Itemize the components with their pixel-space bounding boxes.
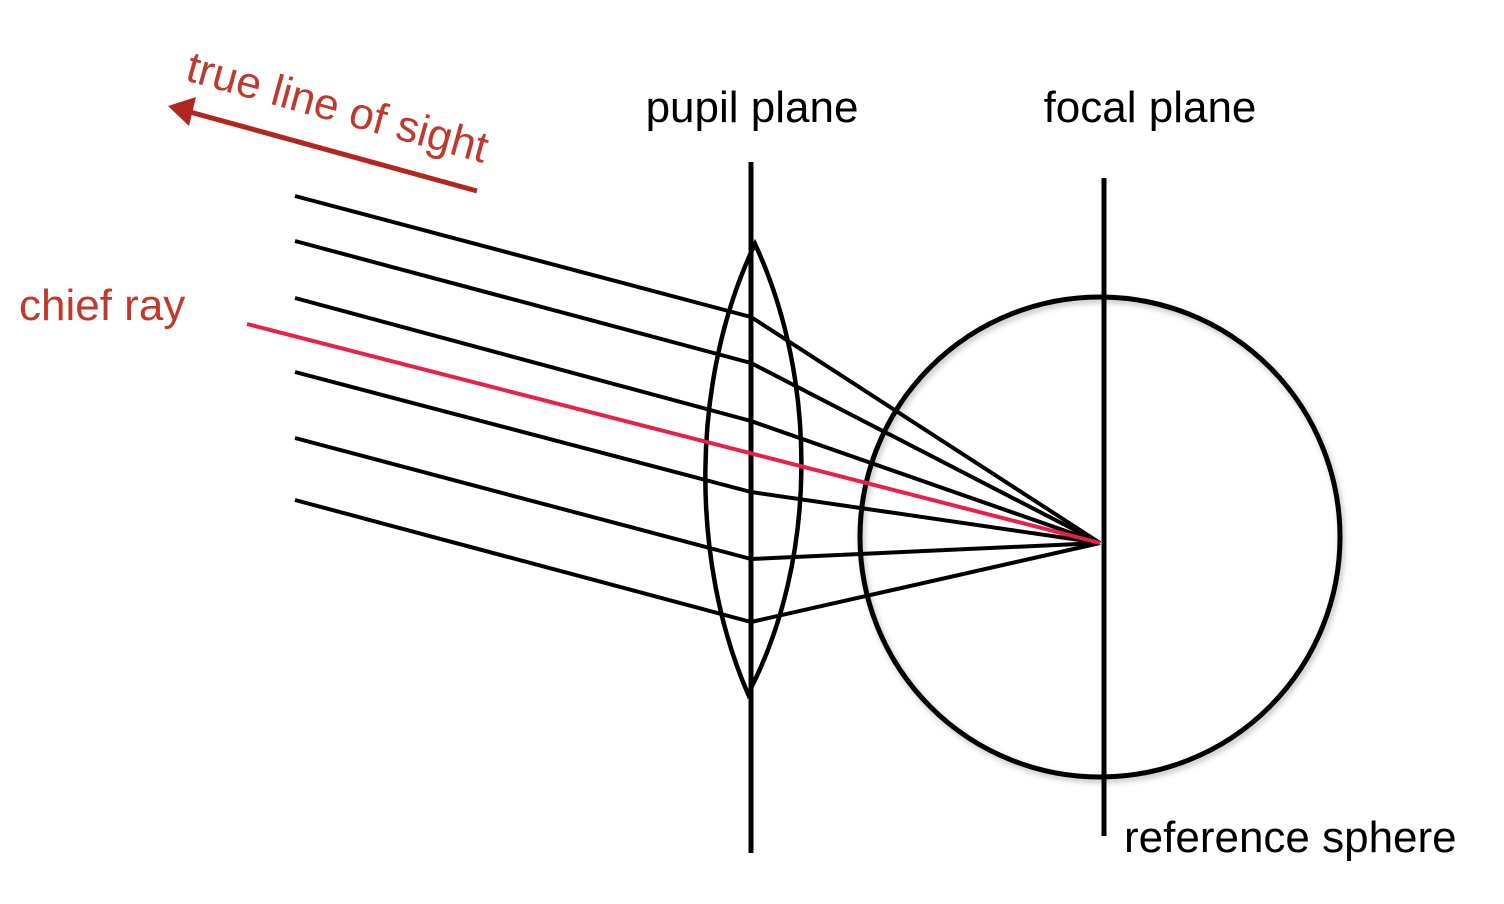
converging-ray-2 [750,361,1101,545]
reference-sphere [857,294,1343,780]
converging-ray-4 [750,490,1101,545]
chief-ray-label: chief ray [19,281,185,330]
incoming-ray-1 [294,194,752,319]
converging-rays [749,315,1102,624]
converging-ray-1 [749,315,1102,545]
true-line-of-sight-arrow [168,97,478,194]
converging-ray-6 [750,541,1101,624]
pupil-plane-label: pupil plane [646,83,859,132]
focal-plane-label: focal plane [1044,83,1257,132]
incoming-ray-4 [294,370,752,494]
incoming-ray-2 [294,239,752,365]
converging-ray-3 [750,419,1101,545]
converging-ray-5 [750,541,1101,561]
incoming-ray-3 [294,296,752,423]
incoming-ray-6 [294,498,752,624]
chief-ray [246,322,1101,545]
incoming-ray-5 [294,436,752,561]
reference-sphere-label: reference sphere [1124,813,1457,862]
incoming-rays [294,194,752,624]
arrow-head [168,97,196,126]
arrow-shaft [189,109,478,194]
